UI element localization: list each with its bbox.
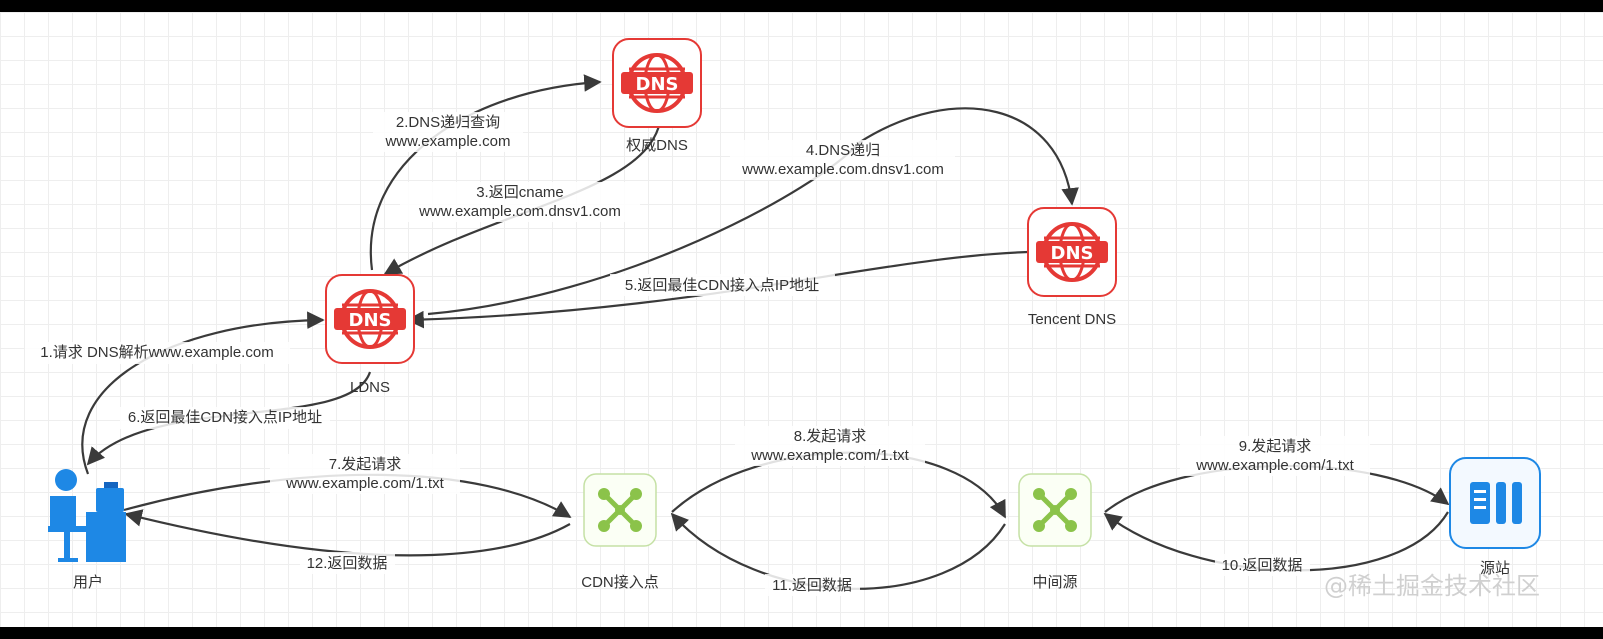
node-middle-origin[interactable]: 中间源 bbox=[1019, 474, 1091, 591]
edge-3-label-domain: www.example.com.dnsv1.com bbox=[418, 203, 621, 220]
edge-2-dns-recursive-query bbox=[369, 74, 602, 271]
edge-7-label-url: www.example.com/1.txt bbox=[285, 475, 444, 492]
network-node-icon bbox=[1019, 474, 1091, 546]
edge-2-label-step: 2.DNS递归查询 bbox=[396, 114, 500, 131]
node-tencent-dns[interactable]: Tencent DNS bbox=[1026, 206, 1118, 328]
edge-5-label: 5.返回最佳CDN接入点IP地址 bbox=[625, 277, 819, 294]
watermark: @稀土掘金技术社区 bbox=[1324, 572, 1540, 600]
node-ldns[interactable]: LDNS bbox=[324, 273, 416, 396]
edge-1-label: 1.请求 DNS解析www.example.com bbox=[40, 344, 273, 361]
node-auth-dns[interactable]: 权威DNS bbox=[611, 37, 703, 154]
network-node-icon bbox=[584, 474, 656, 546]
edge-12-label: 12.返回数据 bbox=[307, 555, 388, 572]
dns-icon bbox=[611, 37, 703, 129]
node-origin-server[interactable]: 源站 bbox=[1449, 457, 1541, 577]
dns-icon bbox=[1026, 206, 1118, 298]
node-cdn-access-point[interactable]: CDN接入点 bbox=[581, 474, 659, 591]
edge-8-label-step: 8.发起请求 bbox=[794, 428, 867, 445]
node-ldns-label: LDNS bbox=[350, 379, 390, 396]
node-middle-origin-label: 中间源 bbox=[1032, 574, 1077, 591]
node-tencent-dns-label: Tencent DNS bbox=[1028, 311, 1116, 328]
edge-10-label: 10.返回数据 bbox=[1222, 557, 1303, 574]
edge-9-label-url: www.example.com/1.txt bbox=[1195, 457, 1354, 474]
edge-8-label-url: www.example.com/1.txt bbox=[750, 447, 909, 464]
edge-1-request-dns bbox=[81, 311, 325, 475]
edge-7-label-step: 7.发起请求 bbox=[329, 456, 402, 473]
edge-6-label: 6.返回最佳CDN接入点IP地址 bbox=[128, 409, 322, 426]
dns-icon bbox=[324, 273, 416, 365]
diagram-svg: DNS 2.DNS递归查询 bbox=[25, 37, 1541, 600]
server-icon bbox=[1449, 457, 1541, 549]
edge-4-label-domain: www.example.com.dnsv1.com bbox=[741, 161, 944, 178]
node-auth-dns-label: 权威DNS bbox=[626, 137, 688, 154]
edge-9-label-step: 9.发起请求 bbox=[1239, 438, 1312, 455]
node-user-label: 用户 bbox=[73, 574, 103, 591]
edge-11-label: 11.返回数据 bbox=[772, 577, 852, 594]
node-origin-label: 源站 bbox=[1480, 560, 1510, 577]
edge-3-label-step: 3.返回cname bbox=[476, 184, 564, 201]
edge-4-label-step: 4.DNS递归 bbox=[806, 142, 880, 159]
user-at-computer-icon bbox=[48, 469, 126, 562]
node-user[interactable]: 用户 bbox=[48, 469, 126, 591]
node-cdn-access-point-label: CDN接入点 bbox=[581, 574, 659, 591]
edge-2-label-domain: www.example.com bbox=[384, 133, 510, 150]
edge-12-return-data bbox=[124, 509, 571, 557]
